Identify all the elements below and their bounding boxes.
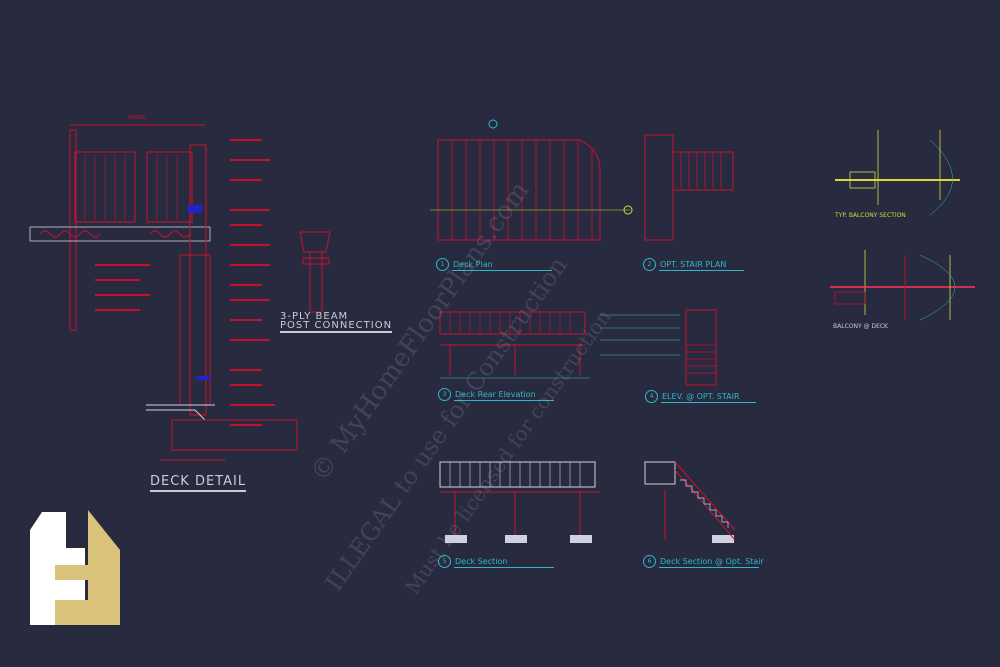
balcony-section-caption: TYP. BALCONY SECTION: [835, 212, 906, 219]
beam-title-line1: 3-PLY BEAM: [280, 311, 349, 322]
house-h-logo: [30, 510, 120, 625]
deck-detail-title: DECK DETAIL: [150, 474, 247, 492]
balcony-deck-caption: BALCONY @ DECK: [833, 323, 888, 330]
deck-detail-drawing: [29, 124, 331, 461]
deck-section-drawing: [439, 461, 736, 543]
beam-title-line2: POST CONNECTION: [280, 320, 393, 333]
balcony-drawings: [830, 130, 975, 321]
varies-dimension: VARIES: [128, 115, 146, 121]
deck-rear-elevation-drawing: [439, 309, 717, 386]
deck-plan-drawing: [430, 119, 734, 241]
